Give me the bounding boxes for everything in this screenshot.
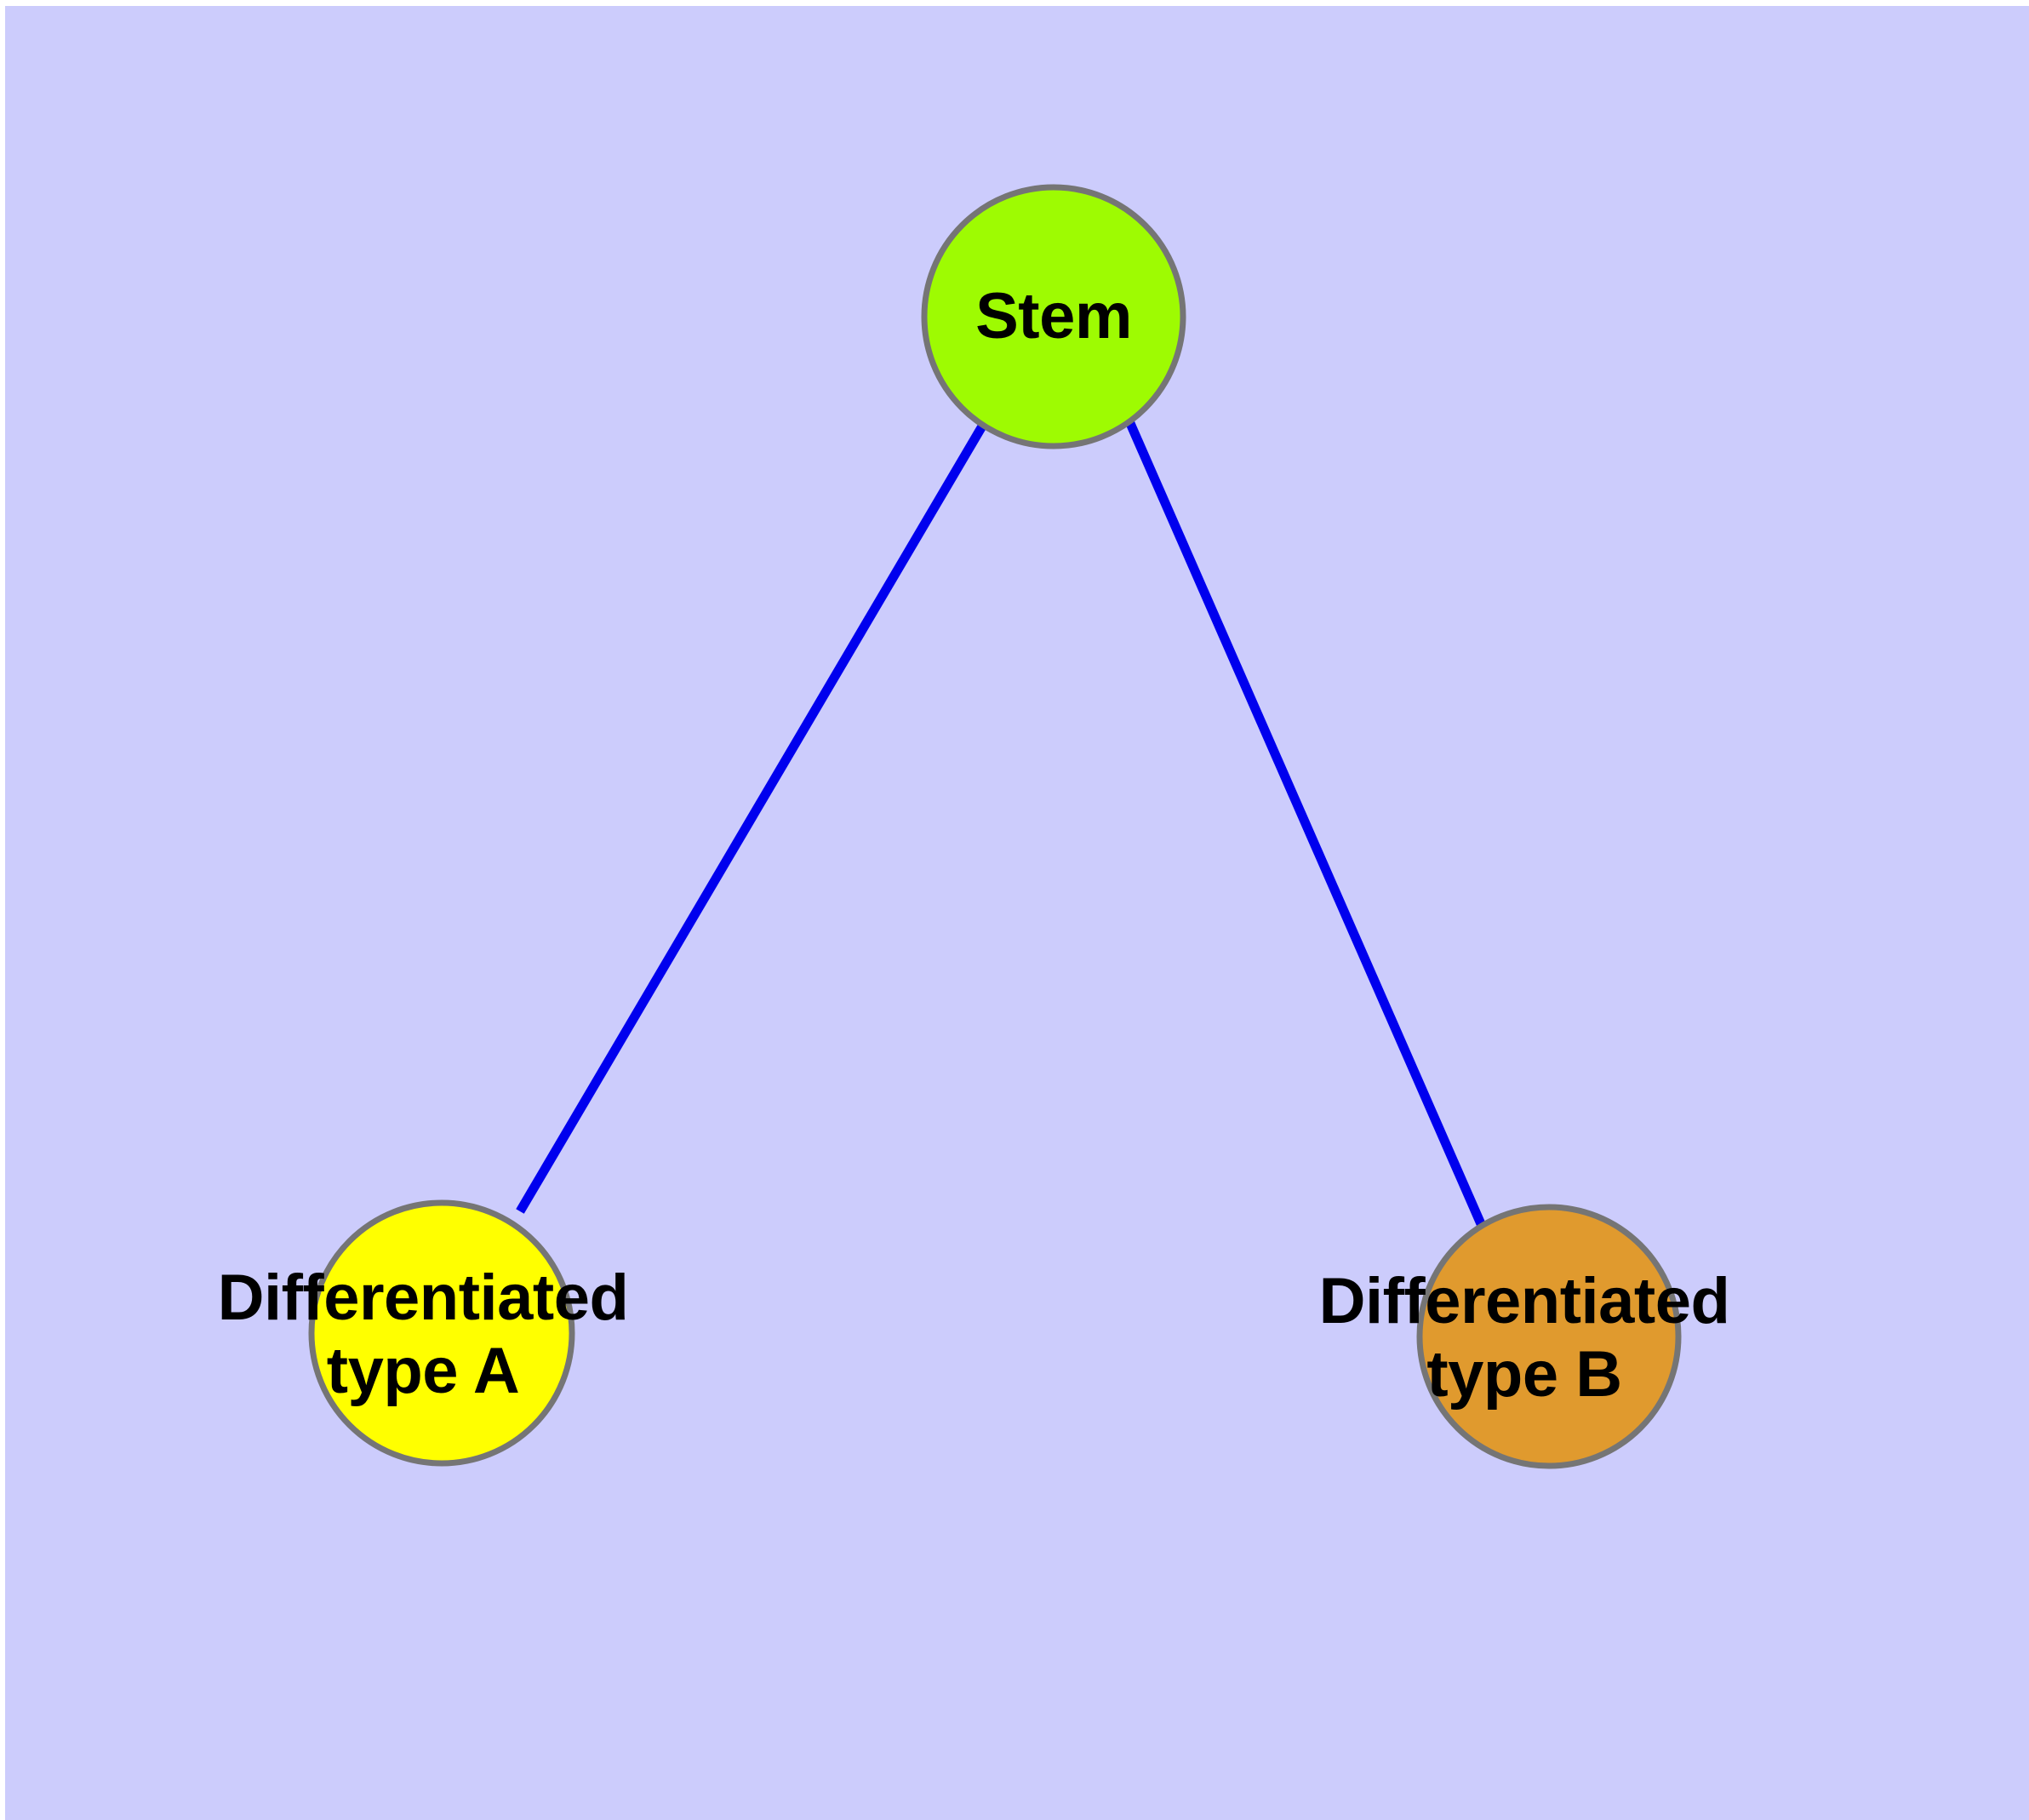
- edge-stem-to-differentiated-type-a: [516, 422, 987, 1214]
- edge-stem-to-differentiated-type-b: [1124, 419, 1487, 1228]
- node-stem[interactable]: [921, 184, 1186, 449]
- node-differentiated-type-b[interactable]: [1416, 1204, 1682, 1469]
- node-differentiated-type-a[interactable]: [308, 1199, 575, 1467]
